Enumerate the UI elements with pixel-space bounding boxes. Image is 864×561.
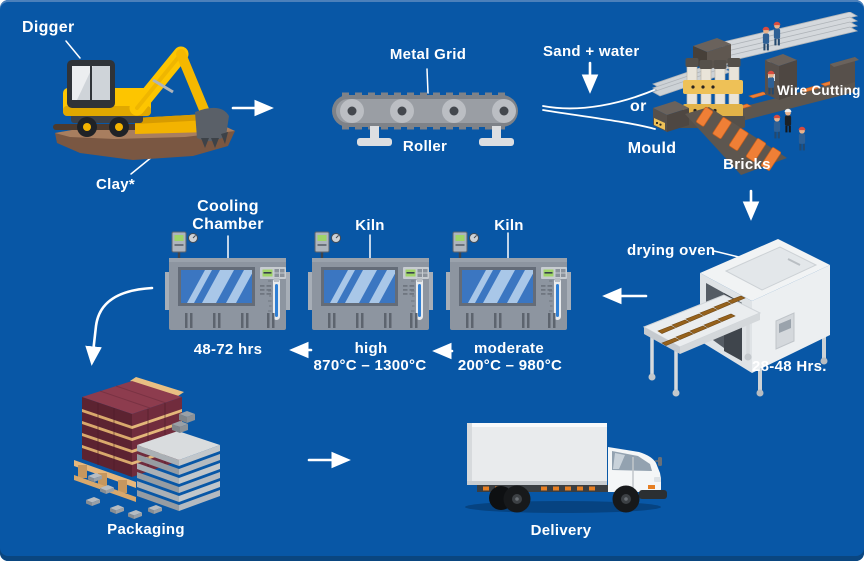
label-roller: Roller [402, 138, 448, 155]
rollers [340, 99, 516, 123]
label-drying-oven: drying oven [627, 242, 716, 259]
scattered-bricks [86, 473, 162, 519]
line-digger-label [65, 40, 81, 59]
drying-oven-illustration [642, 239, 830, 397]
arrow-cooling-to-packaging [85, 286, 154, 366]
label-clay: Clay* [96, 176, 136, 193]
label-cooling-duration: 48-72 hrs [193, 341, 263, 358]
label-cooling-line2: Chamber [192, 216, 264, 233]
line-metal-grid-label [426, 68, 429, 94]
mould-unit [653, 101, 689, 132]
label-delivery: Delivery [530, 522, 592, 539]
fork-line-upper [542, 87, 660, 110]
label-metal-grid: Metal Grid [389, 46, 467, 63]
top-cubes [172, 421, 188, 433]
digger-illustration [53, 46, 235, 160]
kiln-high-illustration [308, 228, 433, 340]
label-bricks: Bricks [723, 156, 771, 173]
pallet-stringers [82, 409, 132, 465]
cooling-chamber-illustration [165, 228, 290, 340]
label-digger: Digger [22, 19, 75, 36]
packaging-illustration [74, 377, 220, 519]
label-kiln-high-level: high [354, 340, 388, 357]
fork-line-lower [542, 109, 656, 130]
label-drying-duration: 28-48 Hrs. [752, 358, 827, 375]
label-wire-cutting: Wire Cutting [777, 83, 861, 98]
workers [762, 21, 806, 151]
label-kiln-high: Kiln [355, 217, 385, 234]
label-or: or [630, 98, 647, 115]
kiln-moderate-illustration [446, 228, 571, 340]
label-kiln-moderate-level: moderate [474, 340, 544, 357]
label-cooling-line1: Cooling [197, 198, 259, 215]
brick-press-illustration [652, 12, 859, 175]
label-kiln-moderate-range: 200°C – 980°C [457, 357, 563, 374]
label-sand-water: Sand + water [543, 43, 640, 60]
roller-conveyor-illustration [332, 92, 518, 146]
delivery-truck-illustration [465, 423, 667, 513]
label-packaging: Packaging [107, 521, 185, 538]
label-mould: Mould [627, 140, 677, 157]
conveyor-legs [357, 126, 514, 146]
label-kiln-moderate: Kiln [494, 217, 524, 234]
drying-bricks [657, 295, 746, 346]
label-kiln-high-range: 870°C – 1300°C [313, 357, 427, 374]
